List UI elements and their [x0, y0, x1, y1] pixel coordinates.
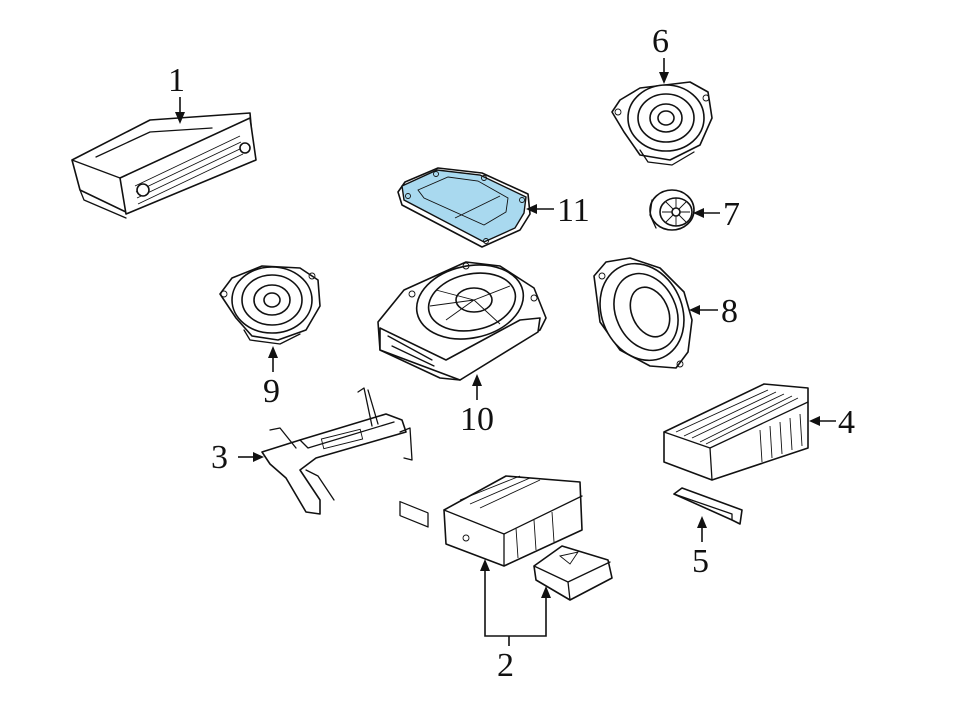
callout-8: 8: [721, 293, 738, 330]
callout-5: 5: [692, 543, 709, 580]
callout-2: 2: [497, 647, 514, 684]
part-9-leader: [268, 346, 278, 372]
callout-11: 11: [557, 192, 590, 229]
part-2-module[interactable]: [533, 545, 613, 601]
callout-7: 7: [723, 196, 740, 233]
callout-10: 10: [460, 401, 494, 438]
part-1-head-unit[interactable]: [71, 112, 257, 219]
part-2-leader: [480, 559, 551, 646]
part-1-leader: [175, 97, 185, 124]
part-3-leader: [238, 452, 264, 462]
callout-3: 3: [211, 439, 228, 476]
part-11-leader: [526, 204, 554, 214]
part-5-leader: [697, 516, 707, 542]
part-2-cd-changer[interactable]: [443, 475, 583, 567]
part-5-strip[interactable]: [673, 487, 743, 525]
part-7-tweeter[interactable]: [649, 189, 695, 231]
part-4-amplifier[interactable]: [663, 383, 809, 481]
part-10-leader: [472, 374, 482, 400]
part-4-leader: [809, 416, 836, 426]
part-11-bracket-cover[interactable]: [397, 167, 531, 248]
part-7-leader: [693, 208, 720, 218]
callout-4: 4: [838, 404, 855, 441]
part-10-subwoofer[interactable]: [377, 256, 547, 528]
part-6-speaker[interactable]: [611, 81, 713, 166]
callout-1: 1: [168, 62, 185, 99]
callout-9: 9: [263, 373, 280, 410]
part-9-speaker[interactable]: [219, 265, 321, 345]
part-3-bracket[interactable]: [261, 387, 413, 515]
part-8-speaker[interactable]: [585, 250, 700, 374]
part-6-leader: [659, 58, 669, 84]
callout-6: 6: [652, 23, 669, 60]
part-8-leader: [689, 305, 718, 315]
